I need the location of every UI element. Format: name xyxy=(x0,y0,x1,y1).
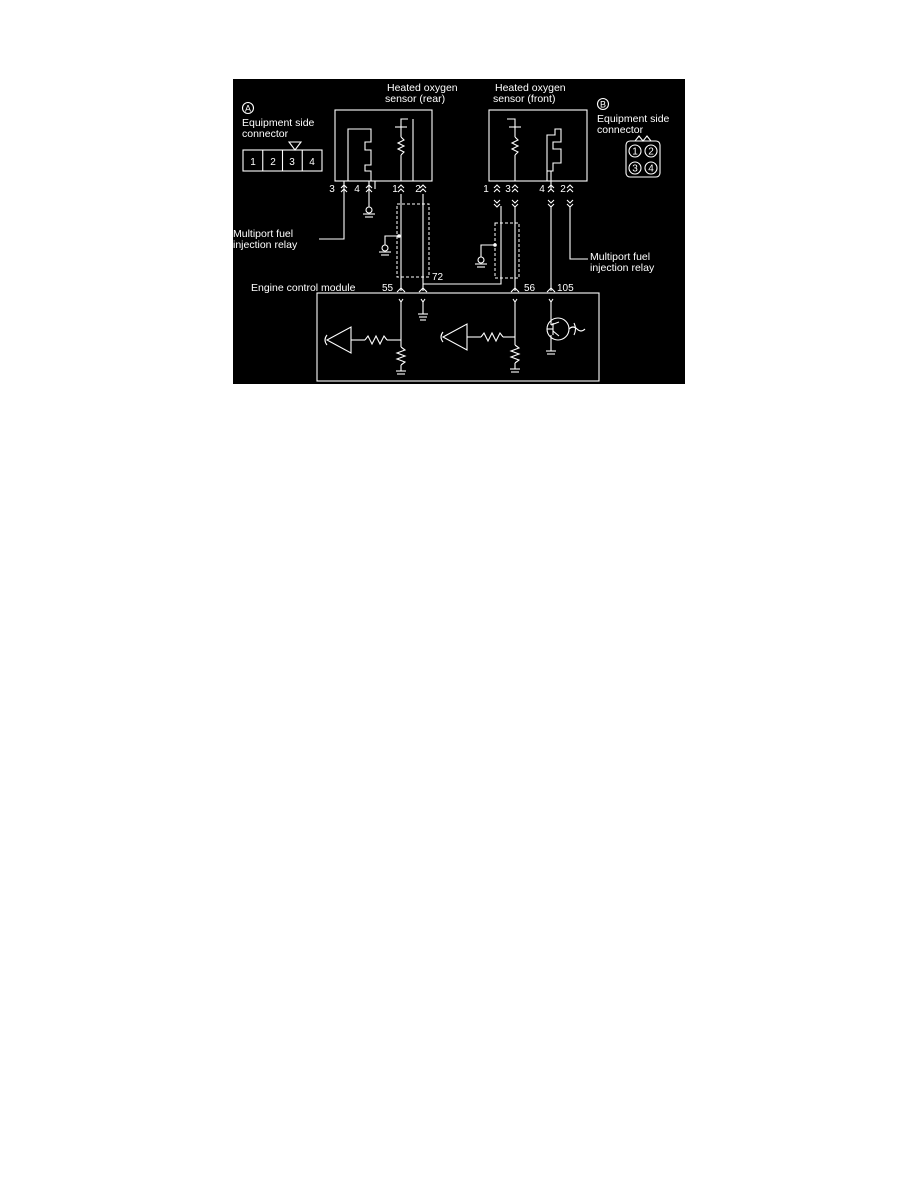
connector-b-label-line1: Equipment side xyxy=(597,113,670,125)
connector-b-marker: B xyxy=(600,100,606,110)
connector-a: A Equipment side connector 1 2 3 4 xyxy=(241,101,323,172)
sensor-rear-box xyxy=(334,109,433,182)
wire-front-relay xyxy=(569,206,588,260)
sensor-front-pin-2: 2 xyxy=(560,184,566,195)
connector-a-key xyxy=(287,141,303,151)
sensor-front-title-line1: Heated oxygen xyxy=(495,82,566,94)
sensor-rear-title-line2: sensor (rear) xyxy=(385,93,445,105)
wire-rear-ground xyxy=(422,194,502,285)
relay-right-line1: Multiport fuel xyxy=(590,251,650,263)
sensor-rear-pin-1: 1 xyxy=(392,184,398,195)
shield-rear xyxy=(396,203,430,278)
connector-a-marker-circle xyxy=(241,101,255,115)
ecm-box xyxy=(316,292,600,382)
connector-a-pin-3: 3 xyxy=(289,157,295,168)
ecm xyxy=(316,292,600,382)
connector-a-label-line2: connector xyxy=(242,128,289,140)
sensor-rear-pin-4: 4 xyxy=(354,184,360,195)
connector-b-pin-2: 2 xyxy=(648,147,654,158)
sensor-front: Heated oxygen sensor (front) 1 3 4 2 xyxy=(483,82,588,195)
ecm-title: Engine control module xyxy=(251,282,356,294)
connector-b-pin-1: 1 xyxy=(632,147,638,158)
connector-a-marker: A xyxy=(245,104,251,114)
connector-b-label-line2: connector xyxy=(597,124,644,136)
sensor-front-heater xyxy=(510,136,520,156)
harness-connectors xyxy=(340,184,574,208)
ecm-amp-rear xyxy=(325,326,352,354)
shield-front xyxy=(494,222,520,279)
ecm-terminal-chevrons xyxy=(396,287,556,293)
connector-b-pin-4: 4 xyxy=(648,164,654,175)
sensor-rear-pin-2: 2 xyxy=(415,184,421,195)
relay-left-line2: injection relay xyxy=(233,239,298,251)
sensor-front-pin-3: 3 xyxy=(505,184,511,195)
sensor-rear: Heated oxygen sensor (rear) 3 4 1 2 xyxy=(329,82,458,195)
connector-a-pin-4: 4 xyxy=(309,157,315,168)
wiring-diagram: A Equipment side connector 1 2 3 4 B Equ… xyxy=(233,79,685,384)
ground-symbols xyxy=(363,206,487,268)
ecm-terminal-56: 56 xyxy=(524,283,536,294)
connector-b: B Equipment side connector 1 2 3 4 xyxy=(596,97,670,178)
connector-b-pin-3: 3 xyxy=(632,164,638,175)
ecm-terminal-105: 105 xyxy=(557,283,574,294)
wire-rear-pin3-relay xyxy=(319,181,345,240)
ecm-terminal-72: 72 xyxy=(432,272,444,283)
sensor-rear-title-line1: Heated oxygen xyxy=(387,82,458,94)
sensor-front-element xyxy=(546,128,562,181)
connector-a-label-line1: Equipment side xyxy=(242,117,315,129)
sensor-rear-element xyxy=(347,128,372,181)
relay-right-line2: injection relay xyxy=(590,262,655,274)
connector-a-pin-1: 1 xyxy=(250,157,256,168)
sensor-front-title-line2: sensor (front) xyxy=(493,93,555,105)
relay-left-line1: Multiport fuel xyxy=(233,228,293,240)
sensor-rear-heater xyxy=(396,136,406,156)
sensor-rear-pin-3: 3 xyxy=(329,184,335,195)
connector-b-body xyxy=(625,140,661,178)
sensor-front-pin-1: 1 xyxy=(483,184,489,195)
connector-a-pin-2: 2 xyxy=(270,157,276,168)
ecm-amp-front xyxy=(441,323,468,351)
connector-b-marker-circle xyxy=(596,97,610,111)
sensor-front-box xyxy=(488,109,588,182)
wiring-diagram-svg: A Equipment side connector 1 2 3 4 B Equ… xyxy=(233,82,670,382)
ecm-terminal-55: 55 xyxy=(382,283,394,294)
sensor-front-pin-4: 4 xyxy=(539,184,545,195)
wires xyxy=(319,181,588,291)
connector-b-key xyxy=(634,135,652,142)
